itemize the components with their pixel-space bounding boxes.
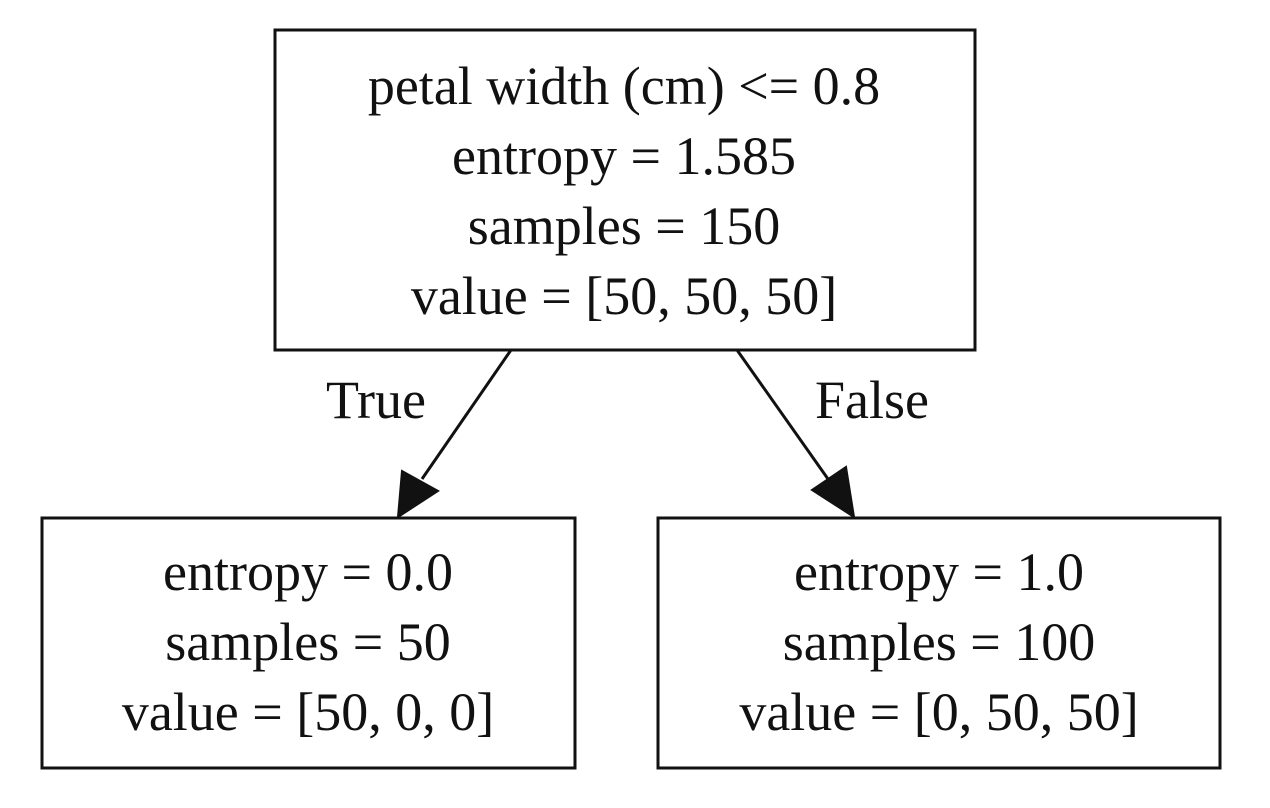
right-leaf-value-text: value = [0, 50, 50]: [739, 682, 1138, 742]
true-edge-arrowhead: [396, 469, 440, 519]
root-samples-text: samples = 150: [468, 196, 780, 256]
false-edge-arrowhead: [810, 465, 856, 520]
false-edge-line: [735, 349, 830, 480]
true-edge-label: True: [326, 370, 426, 430]
root-condition-text: petal width (cm) <= 0.8: [368, 56, 880, 116]
left-leaf-node: entropy = 0.0 samples = 50 value = [50, …: [40, 516, 577, 770]
left-leaf-samples-text: samples = 50: [165, 612, 450, 672]
right-leaf-box: [656, 516, 1222, 770]
true-edge-line: [420, 349, 513, 480]
left-leaf-box: [40, 516, 577, 770]
left-leaf-entropy-text: entropy = 0.0: [163, 542, 453, 602]
false-edge: False: [735, 349, 929, 520]
left-leaf-value-text: value = [50, 0, 0]: [122, 682, 494, 742]
right-leaf-samples-text: samples = 100: [783, 612, 1095, 672]
root-value-text: value = [50, 50, 50]: [411, 266, 837, 326]
root-entropy-text: entropy = 1.585: [452, 126, 796, 186]
right-leaf-entropy-text: entropy = 1.0: [794, 542, 1084, 602]
root-node: petal width (cm) <= 0.8 entropy = 1.585 …: [273, 28, 977, 352]
root-node-box: [273, 28, 977, 352]
right-leaf-node: entropy = 1.0 samples = 100 value = [0, …: [656, 516, 1222, 770]
true-edge: True: [326, 349, 513, 519]
false-edge-label: False: [815, 370, 929, 430]
